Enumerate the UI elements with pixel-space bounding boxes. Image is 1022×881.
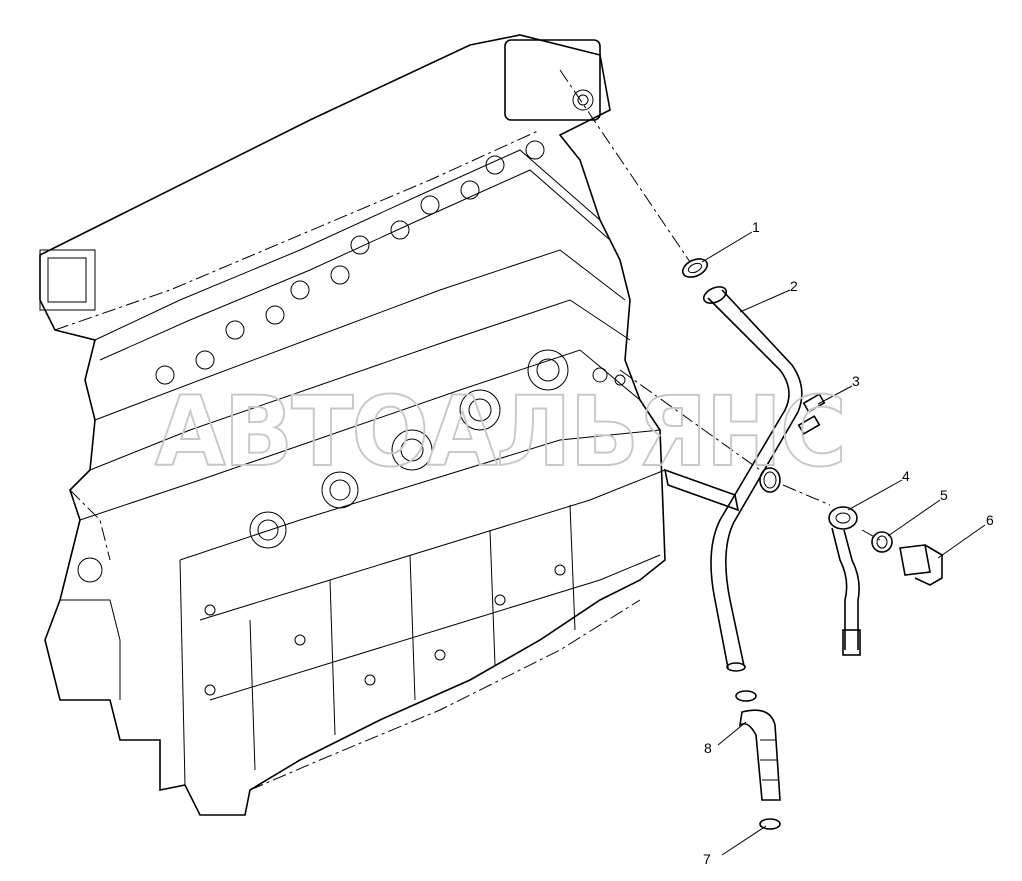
callout-2: 2	[739, 278, 798, 313]
part-3-bolts	[797, 393, 826, 435]
part-6-banjo-bolt	[899, 544, 943, 586]
part-8-rubber-hose	[738, 709, 781, 801]
callout-label: 3	[852, 373, 860, 389]
part-4-seal-ring	[759, 467, 781, 493]
callout-8: 8	[704, 721, 747, 756]
part-1-gasket	[681, 258, 709, 278]
callout-label: 5	[940, 487, 948, 503]
part-4-banjo-hose	[828, 506, 861, 656]
callout-1: 1	[701, 219, 760, 263]
callout-6: 6	[937, 512, 994, 559]
assembly-lines	[559, 69, 881, 541]
callout-label: 8	[704, 740, 712, 756]
engine-assembly	[39, 34, 666, 816]
callout-label: 4	[902, 468, 910, 484]
callout-3: 3	[817, 373, 860, 405]
callout-5: 5	[887, 487, 948, 537]
callout-label: 2	[790, 278, 798, 294]
callout-label: 6	[986, 512, 994, 528]
part-5-o-ring	[871, 531, 893, 553]
callout-label: 1	[752, 219, 760, 235]
callout-label: 7	[703, 851, 711, 867]
part-2-oil-return-pipe	[663, 286, 803, 672]
callout-7: 7	[703, 825, 767, 867]
callout-4: 4	[847, 468, 910, 511]
watermark: АВТОАЛЬЯНС	[155, 376, 845, 488]
part-7-hose-clamps	[735, 690, 781, 830]
